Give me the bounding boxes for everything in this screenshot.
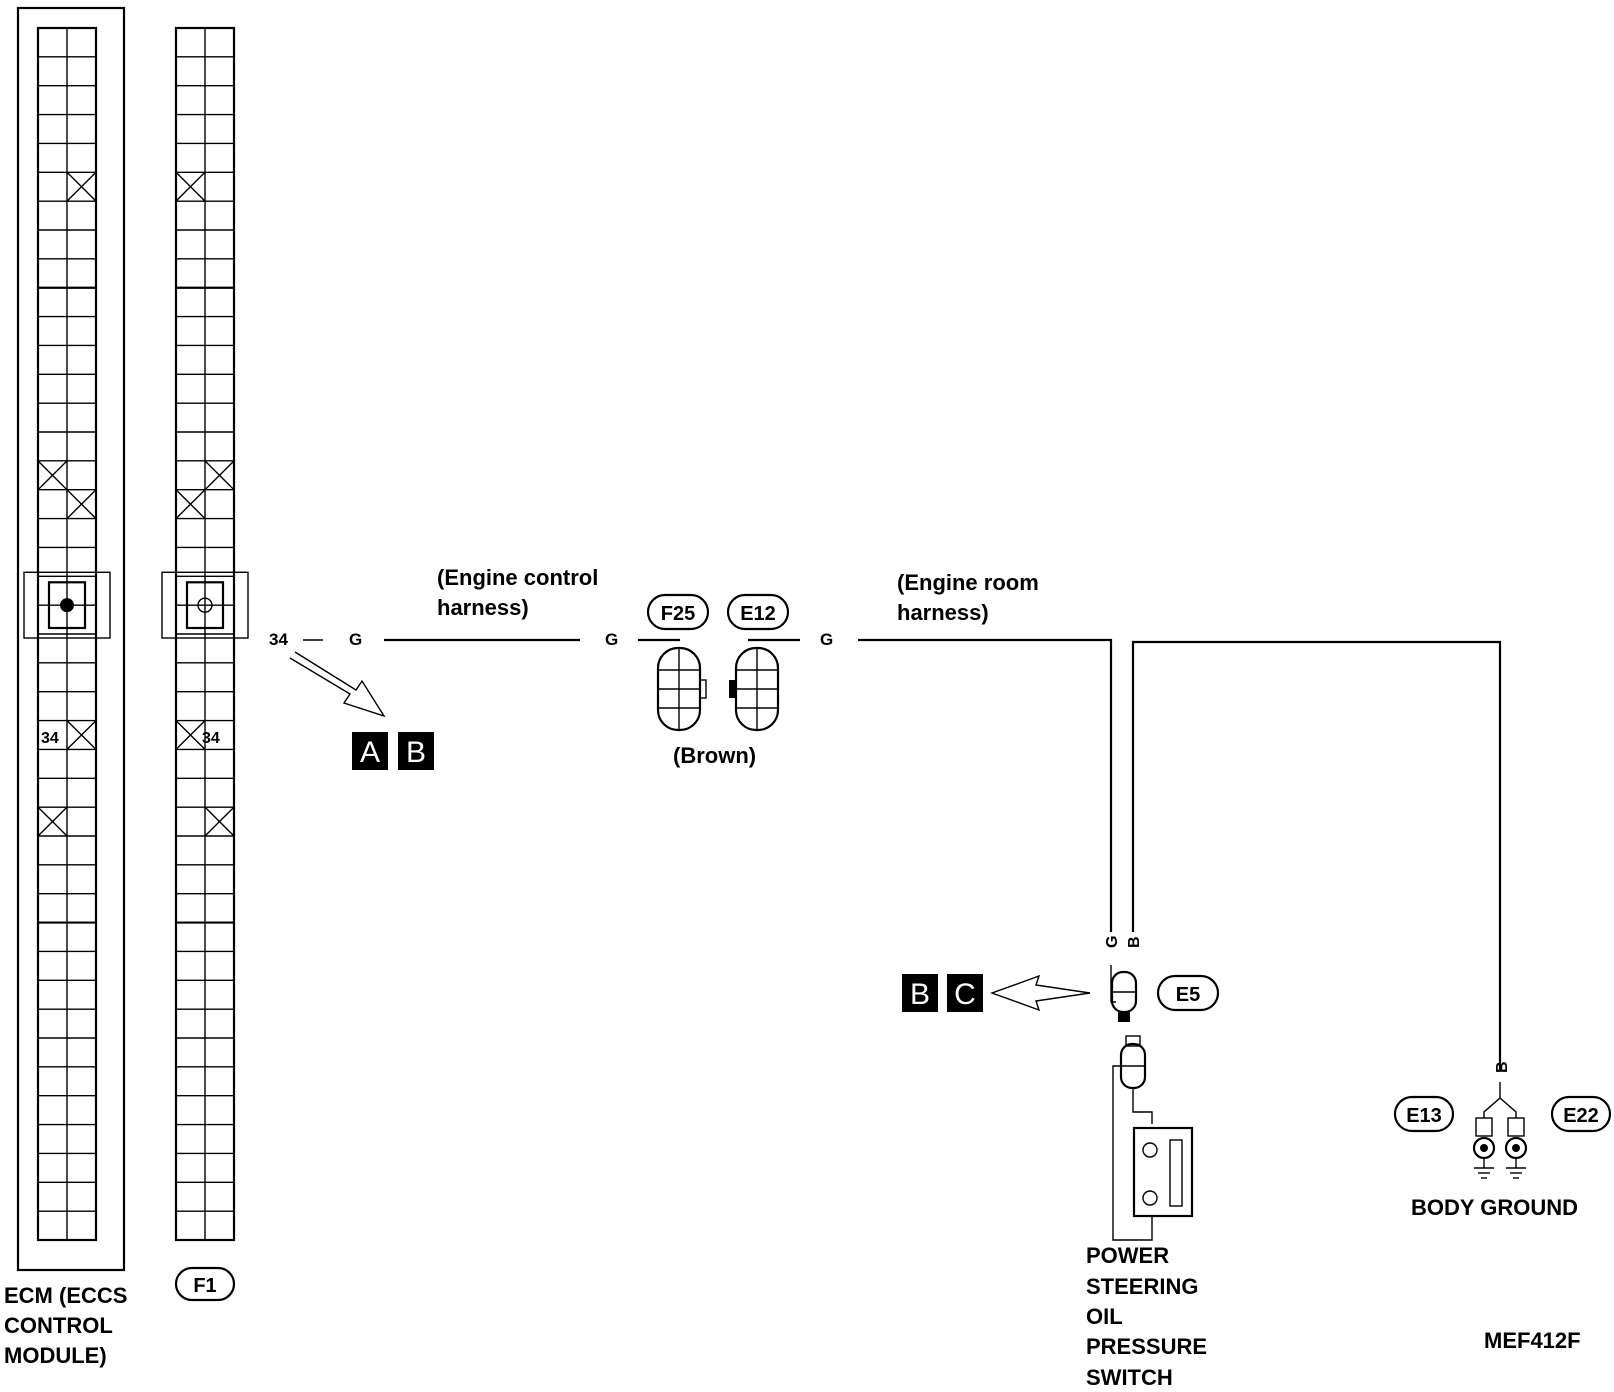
switch-icon — [1112, 1035, 1194, 1241]
arrow-left-icon — [989, 974, 1091, 1012]
ref-b-box-right: B — [902, 974, 938, 1012]
figure-code: MEF412F — [1484, 1328, 1581, 1353]
e5-connector-id: E5 — [1156, 974, 1220, 1012]
engine-control-harness-label: (Engine control harness) — [437, 565, 604, 620]
svg-text:A: A — [360, 736, 380, 769]
svg-text:F1: F1 — [193, 1275, 216, 1297]
e12-connector-icon — [729, 646, 780, 732]
switch-label: POWER STEERING OIL PRESSURE SWITCH — [1086, 1243, 1213, 1390]
ref-c-box: C — [947, 974, 983, 1012]
f25-connector-icon — [656, 646, 707, 732]
svg-text:B: B — [406, 736, 426, 769]
ref-a-box: A — [352, 732, 388, 770]
switch-wire-color-g: G — [1104, 936, 1121, 948]
e5-connector-icon — [1110, 965, 1138, 1022]
f1-pin-34-label: 34 — [202, 730, 220, 747]
wire-g-to-switch — [858, 638, 1113, 932]
ecm-label: ECM (ECCS CONTROL MODULE) — [4, 1283, 134, 1368]
wire-color-g-before-connector: G — [605, 630, 618, 649]
wire-color-g-ecm: G — [349, 630, 362, 649]
terminal-34-label: 34 — [269, 630, 288, 649]
arrow-icon — [289, 651, 386, 718]
wire-color-g-after-connector: G — [820, 630, 833, 649]
f1-connector-grid — [161, 26, 249, 1242]
f25-connector-id: F25 — [646, 593, 710, 631]
svg-text:C: C — [954, 978, 976, 1011]
ecm-pin-34-label: 34 — [41, 730, 59, 747]
f1-connector-id: F1 — [174, 1266, 236, 1302]
ecm-connector-grid — [23, 26, 111, 1242]
svg-text:B: B — [910, 978, 930, 1011]
e12-connector-id: E12 — [726, 593, 790, 631]
svg-text:E12: E12 — [740, 603, 776, 625]
ref-b-box-left: B — [398, 732, 434, 770]
wire-b-to-ground — [1131, 640, 1502, 1070]
e13-connector-id: E13 — [1393, 1095, 1455, 1133]
svg-text:E22: E22 — [1563, 1105, 1599, 1127]
svg-text:E5: E5 — [1176, 984, 1200, 1006]
ecm-frame — [16, 6, 126, 1272]
ground-symbol-icon — [1472, 1082, 1528, 1179]
connector-color-note: (Brown) — [673, 743, 756, 768]
engine-room-harness-label: (Engine room harness) — [897, 570, 1045, 625]
svg-text:E13: E13 — [1406, 1105, 1442, 1127]
ground-wire-color-b: B — [1494, 1061, 1511, 1073]
body-ground-label: BODY GROUND — [1411, 1195, 1578, 1220]
e22-connector-id: E22 — [1550, 1095, 1612, 1133]
svg-text:F25: F25 — [661, 603, 695, 625]
switch-wire-color-b: B — [1126, 936, 1143, 948]
